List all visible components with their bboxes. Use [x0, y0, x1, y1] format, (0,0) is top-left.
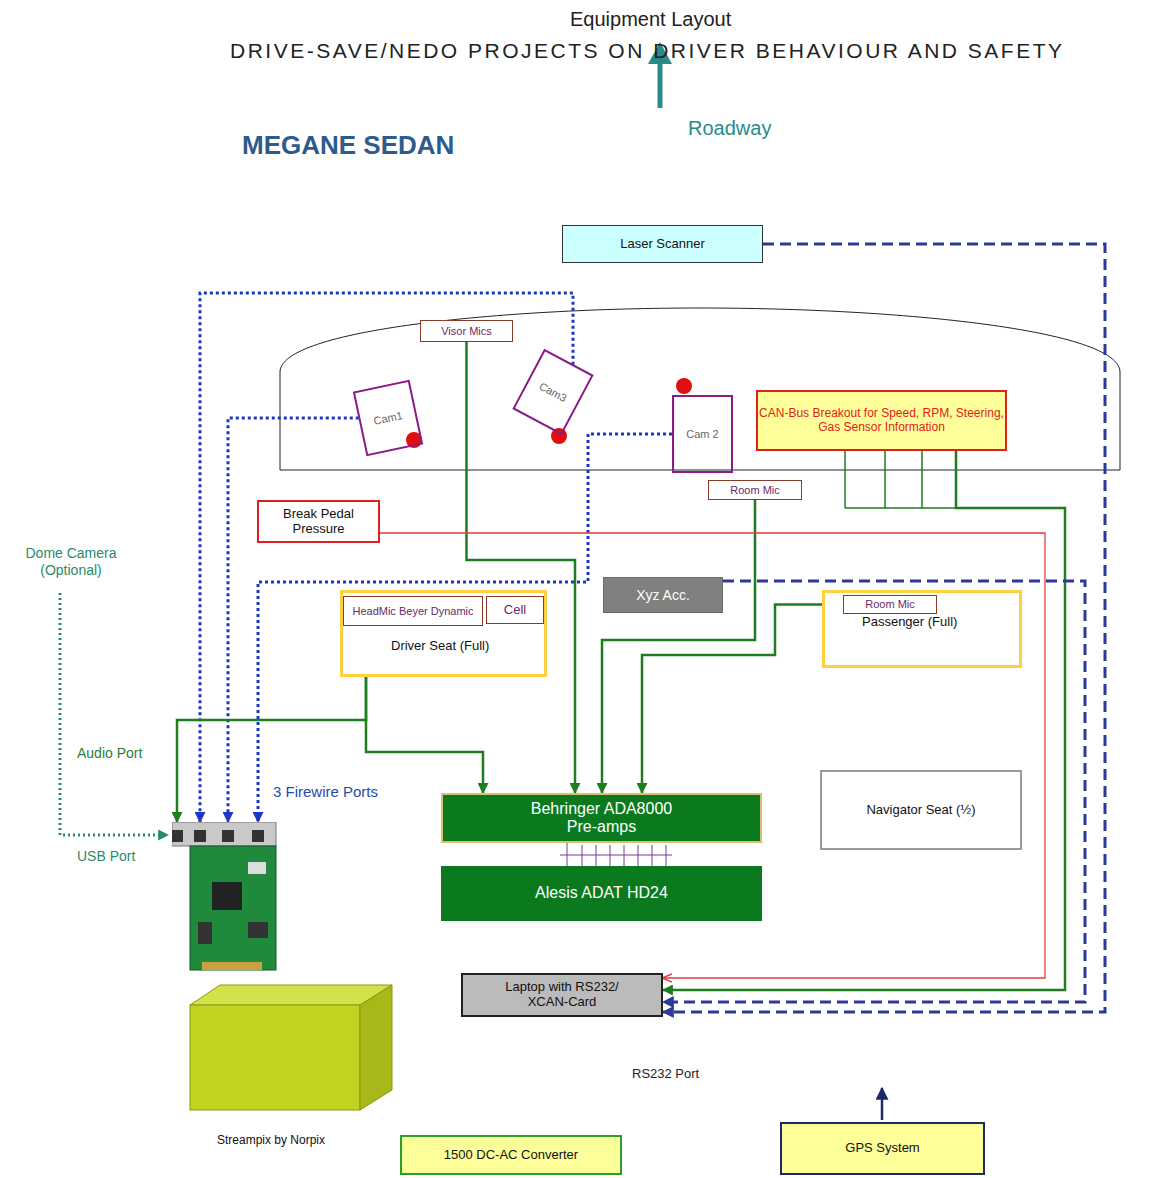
- camera-box: Cam 2: [672, 395, 733, 473]
- box-label: Break Pedal Pressure: [269, 507, 369, 537]
- box-label: HeadMic Beyer Dynamic: [352, 605, 473, 618]
- box-label: Laptop with RS232/ XCAN-Card: [492, 980, 632, 1010]
- seat-box: HeadMic Beyer Dynamic CellDriver Seat (Fu…: [340, 590, 547, 677]
- gps-box: GPS System: [780, 1122, 985, 1175]
- dome-camera-cable: [60, 593, 168, 835]
- signal-connector: [258, 434, 672, 822]
- box-label: Xyz Acc.: [636, 587, 690, 603]
- microphone-box: Room Mic: [843, 595, 937, 614]
- box-label: Laser Scanner: [620, 237, 705, 252]
- seat-box: Room MicPassenger (Full): [822, 590, 1022, 668]
- port-label: 3 Firewire Ports: [273, 783, 378, 801]
- camera-lens-dot: [551, 428, 567, 444]
- port-label: Dome Camera (Optional): [12, 545, 130, 579]
- car-outline: [280, 308, 1120, 470]
- microphone-box: HeadMic Beyer Dynamic: [343, 596, 483, 626]
- vehicle-name: MEGANE SEDAN: [242, 130, 454, 161]
- box-label: CAN-Bus Breakout for Speed, RPM, Steerin…: [758, 407, 1005, 435]
- laptop-box: Laptop with RS232/ XCAN-Card: [461, 973, 663, 1017]
- box-label: Driver Seat (Full): [391, 639, 489, 654]
- converter-box: 1500 DC-AC Converter: [400, 1135, 622, 1175]
- box-label: Navigator Seat (½): [866, 803, 975, 818]
- box-label: Passenger (Full): [862, 615, 957, 630]
- box-label: GPS System: [845, 1141, 919, 1156]
- microphone-box: Room Mic: [708, 480, 802, 500]
- diagram-title: Equipment Layout: [570, 8, 731, 31]
- signal-connector: [663, 581, 1085, 1002]
- microphone-box: Visor Mics: [420, 320, 513, 342]
- box-label: Cam 2: [686, 428, 718, 441]
- direction-label: Roadway: [688, 116, 771, 140]
- can-bus-box: CAN-Bus Breakout for Speed, RPM, Steerin…: [756, 390, 1007, 451]
- box-label: Behringer ADA8000 Pre-amps: [514, 800, 689, 837]
- camera-lens-dot: [676, 378, 692, 394]
- capture-computer: Streampix by Norpix: [172, 822, 394, 1112]
- signal-connector: [467, 342, 576, 793]
- adat-cables: [560, 845, 672, 866]
- signal-connector: [200, 293, 573, 822]
- signal-connector: [642, 605, 843, 794]
- camera-box: Cam1: [353, 380, 423, 457]
- microphone-box: Cell: [486, 596, 544, 624]
- box-label: Streampix by Norpix: [217, 1134, 325, 1148]
- port-label: Audio Port: [77, 745, 142, 762]
- box-label: Cell: [504, 603, 526, 618]
- camera-box: Cam3: [512, 349, 593, 435]
- gps-arrow: [881, 1088, 884, 1120]
- signal-connector: [602, 500, 755, 793]
- box-label: Cam3: [537, 380, 569, 405]
- box-label: Alesis ADAT HD24: [535, 884, 668, 902]
- recorder-box: Alesis ADAT HD24: [441, 866, 762, 921]
- signal-connector: [567, 843, 568, 866]
- box-label: Room Mic: [730, 484, 780, 497]
- box-label: 1500 DC-AC Converter: [444, 1148, 578, 1163]
- preamp-box: Behringer ADA8000 Pre-amps: [441, 793, 762, 843]
- sensor-box: Break Pedal Pressure: [257, 500, 380, 543]
- seat-box: Navigator Seat (½): [820, 770, 1022, 850]
- capture-card-illustration: [172, 822, 394, 1112]
- camera-lens-dot: [406, 432, 422, 448]
- box-label: Room Mic: [865, 598, 915, 611]
- subtitle: DRIVE-SAVE/NEDO PROJECTS ON DRIVER BEHAV…: [230, 38, 1065, 63]
- box-label: Visor Mics: [441, 325, 492, 338]
- box-label: Cam1: [372, 409, 403, 427]
- can-bus-wires: [845, 451, 960, 508]
- sensor-box: Laser Scanner: [562, 225, 763, 263]
- accelerometer-box: Xyz Acc.: [603, 577, 723, 613]
- port-label: RS232 Port: [632, 1066, 699, 1082]
- port-label: USB Port: [77, 848, 135, 865]
